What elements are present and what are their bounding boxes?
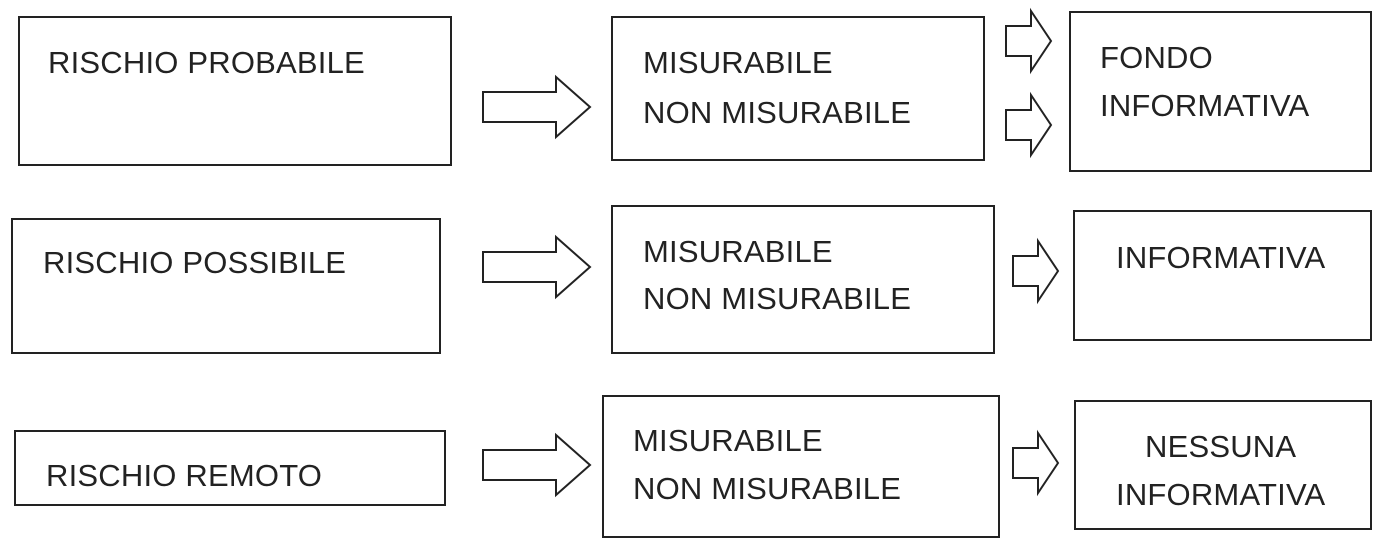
risk-box-possible	[11, 218, 441, 354]
outcome-box-row-3	[1074, 400, 1372, 530]
measure-box-row-1	[611, 16, 985, 161]
measure-line-not-measurable-row-1: NON MISURABILE	[643, 95, 912, 130]
outcome-box-row-2	[1073, 210, 1372, 341]
measure-line-not-measurable-row-2: NON MISURABILE	[643, 281, 912, 316]
measure-line-not-measurable-row-3: NON MISURABILE	[633, 471, 902, 506]
arrow-measurable-to-fondo	[1005, 7, 1053, 75]
arrow-measure-to-informativa-row-2	[1012, 237, 1060, 305]
risk-box-remote	[14, 430, 446, 506]
arrow-risk-to-measure-row-1	[482, 74, 592, 140]
measure-box-row-2	[611, 205, 995, 354]
measure-line-measurable-row-2: MISURABILE	[643, 234, 833, 269]
arrow-not-measurable-to-informativa	[1005, 91, 1053, 159]
outcome-box-row-1	[1069, 11, 1372, 172]
measure-line-measurable-row-3: MISURABILE	[633, 423, 823, 458]
outcome-line-fondo: FONDO	[1100, 40, 1213, 75]
outcome-line-informativa-row-1: INFORMATIVA	[1100, 88, 1310, 123]
outcome-line-nessuna: NESSUNA	[1145, 429, 1297, 464]
outcome-line-informativa-row-2: INFORMATIVA	[1116, 240, 1326, 275]
arrow-measure-to-nessuna-row-3	[1012, 429, 1060, 497]
measure-line-measurable-row-1: MISURABILE	[643, 45, 833, 80]
arrow-risk-to-measure-row-2	[482, 234, 592, 300]
risk-box-probable	[18, 16, 452, 166]
measure-box-row-3	[602, 395, 1000, 538]
outcome-line-informativa-row-3: INFORMATIVA	[1116, 477, 1326, 512]
risk-label-probable: RISCHIO PROBABILE	[48, 45, 365, 80]
risk-label-possible: RISCHIO POSSIBILE	[43, 245, 347, 280]
risk-label-remote: RISCHIO REMOTO	[46, 458, 323, 493]
arrow-risk-to-measure-row-3	[482, 432, 592, 498]
